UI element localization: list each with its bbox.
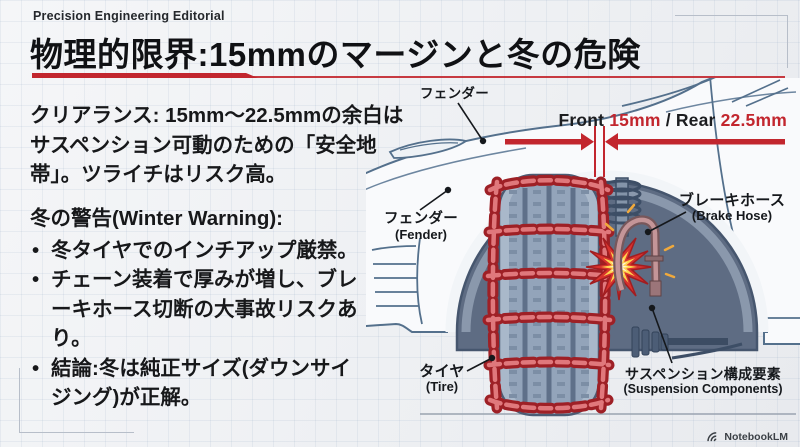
brand-name: NotebookLM [724,431,788,443]
measurement-separator: / [665,110,671,130]
warning-list: 冬タイヤでのインチアップ厳禁。 チェーン装着で厚みが増し、ブレーキホース切断の大… [30,236,360,413]
label-suspension: サスペンション構成要素 (Suspension Components) [623,366,783,397]
clearance-paragraph: クリアランス: 15mm〜22.5mmの余白はサスペンション可動のための「安全地… [30,104,404,187]
spark-marks [604,203,676,279]
label-brake-hose: ブレーキホース (Brake Hose) [678,192,786,224]
warning-item: 冬タイヤでのインチアップ厳禁。 [30,236,360,266]
corner-frame-top-right [675,15,788,68]
title-underline-thick [32,73,258,78]
clearance-measurement: Front 15mm / Rear 22.5mm [558,110,787,131]
leader-lines [419,102,687,372]
brake-hose [604,203,676,297]
rear-value: 22.5mm [720,110,787,130]
front-label: Front [558,110,605,130]
warning-item: チェーン装着で厚みが増し、ブレーキホース切断の大事故リスクあり。 [30,265,360,354]
page-title: 物理的限界:15mmのマージンと冬の危険 [30,36,641,73]
tire [497,173,601,417]
clearance-gauge-lines [594,126,605,177]
notebooklm-icon [707,432,717,442]
fender-arch-rim [445,170,769,333]
headlight [388,138,469,159]
axle-assembly [631,326,743,360]
eyebrow-text: Precision Engineering Editorial [33,9,225,23]
warning-heading: 冬の警告(Winter Warning): [30,207,283,231]
snow-chains [482,174,616,414]
wheel-clearance-diagram [366,78,800,417]
label-fender-side: フェンダー (Fender) [384,211,458,242]
front-value: 15mm [609,110,661,130]
warning-item: 結論:冬は純正サイズ(ダウンサイジング)が正解。 [30,354,360,413]
title-underline-thin [32,76,785,78]
label-tire: タイヤ (Tire) [419,363,465,395]
front-grille [371,237,423,325]
dimension-arrows [505,133,785,151]
corner-frame-bottom-left [19,368,134,433]
label-fender-top: フェンダー [420,86,489,101]
rear-label: Rear [675,110,716,130]
text-column: クリアランス: 15mm〜22.5mmの余白はサスペンション可動のための「安全地… [30,101,404,413]
notebooklm-badge: NotebookLM [707,431,788,443]
